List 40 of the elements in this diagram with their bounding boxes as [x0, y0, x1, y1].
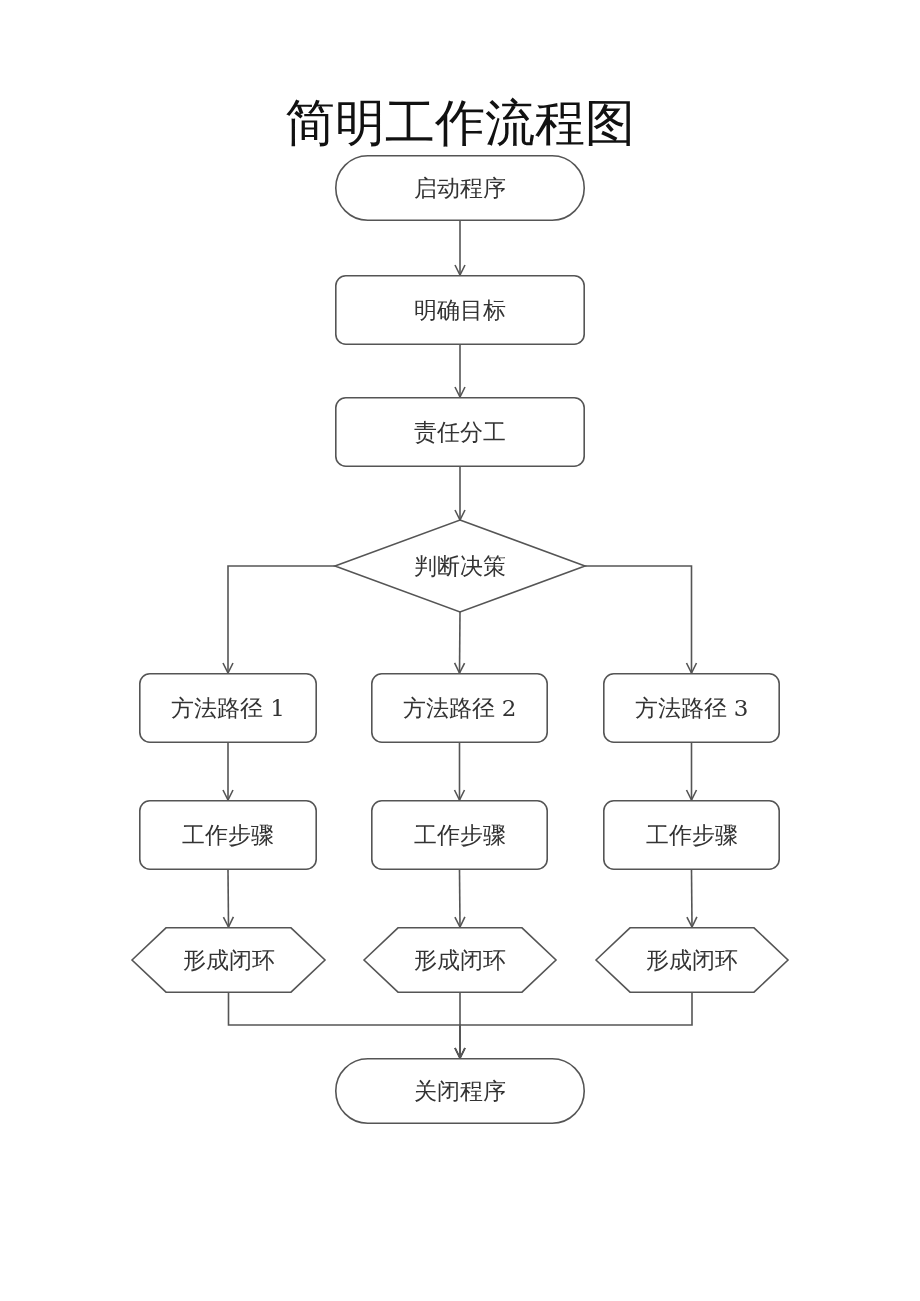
arrow: [454, 869, 466, 928]
node-label: 责任分工: [414, 417, 506, 447]
node-label: 关闭程序: [414, 1076, 506, 1106]
node-label: 形成闭环: [182, 945, 275, 975]
node-label: 方法路径 2: [402, 693, 517, 723]
process-box: [603, 673, 780, 743]
arrow: [222, 565, 336, 674]
node-label: 方法路径 3: [634, 693, 749, 723]
node-label: 工作步骤: [182, 820, 274, 850]
process-box: [603, 800, 780, 870]
arrow: [454, 220, 466, 276]
node-label: 工作步骤: [645, 820, 738, 850]
node-label: 方法路径 1: [171, 693, 285, 723]
node-label: 启动程序: [414, 173, 506, 203]
process-box: [335, 275, 585, 345]
title: 简明工作流程图: [284, 93, 636, 154]
decision-diamond: [335, 520, 585, 612]
node-label: 形成闭环: [646, 945, 738, 975]
arrow: [222, 742, 234, 801]
arrow: [453, 742, 466, 801]
node-label: 形成闭环: [414, 945, 506, 975]
process-box: [371, 673, 548, 743]
hexagon-box: [132, 927, 325, 993]
hexagon-box: [364, 927, 556, 993]
arrow: [584, 565, 698, 674]
arrow: [453, 611, 466, 674]
arrow: [454, 466, 466, 521]
process-box: [139, 673, 317, 743]
arrow: [454, 992, 693, 1059]
arrow: [686, 869, 698, 928]
arrow: [685, 742, 698, 801]
arrow: [454, 344, 466, 398]
node-label: 明确目标: [414, 295, 506, 325]
hexagon-box: [596, 927, 788, 993]
arrow: [222, 869, 235, 928]
node-label: 判断决策: [414, 551, 506, 581]
process-box: [371, 800, 548, 870]
process-box: [335, 397, 585, 467]
node-label: 工作步骤: [413, 820, 506, 850]
process-box: [139, 800, 317, 870]
